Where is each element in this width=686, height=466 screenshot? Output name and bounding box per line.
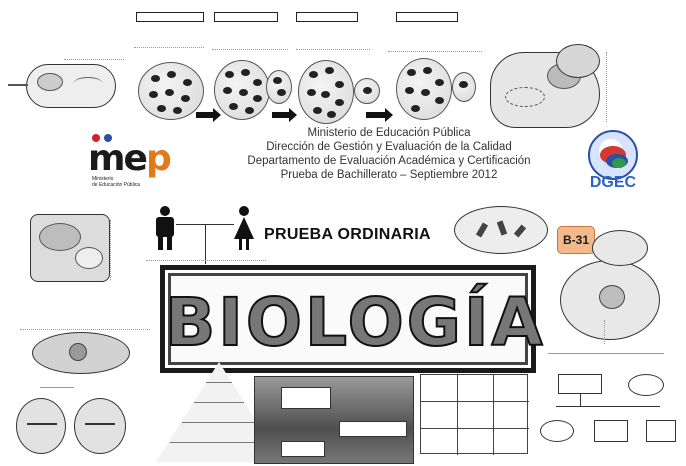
animal-cell-labels [604, 320, 660, 344]
population-blob-1 [138, 62, 204, 120]
population-blob-3 [298, 60, 354, 124]
mitosis-cell-1 [16, 398, 66, 454]
euglena-caption [40, 380, 74, 388]
ministry-line-1: Ministerio de Educación Pública [307, 127, 471, 139]
animal-cell-caption [548, 346, 664, 354]
organelle-labels [606, 52, 666, 122]
dgec-logo: DGEC [582, 130, 644, 192]
arrow-2 [272, 108, 297, 122]
mep-logo-p: p [145, 138, 172, 179]
pedigree-labels [146, 254, 266, 261]
stage-box-4 [396, 12, 458, 22]
mitosis-cell-2 [74, 398, 126, 454]
pyramid-level-2 [194, 402, 244, 403]
stage-text-2 [212, 26, 288, 50]
ministry-line-4: Prueba de Bachillerato – Septiembre 2012 [280, 169, 498, 181]
pyramid-level-1 [206, 382, 232, 383]
bacterium-sketch [26, 64, 116, 108]
population-blob-3b [354, 78, 380, 104]
arrow-1 [196, 108, 221, 122]
tree-root-node [558, 374, 602, 394]
ministry-line-3: Departamento de Evaluación Académica y C… [247, 155, 531, 167]
population-blob-4b [452, 72, 476, 102]
subject-title: BIOLOGÍA [164, 283, 546, 362]
tree-leaf-3 [646, 420, 676, 442]
pyramid-level-4 [170, 442, 268, 443]
mep-logo-sub-2: de Educación Pública [92, 182, 141, 188]
euglena-labels [20, 320, 150, 330]
mep-logo: mep Ministerio de Educación Pública [78, 134, 172, 192]
chromosome-sketch [454, 206, 548, 254]
population-blob-4 [396, 58, 452, 120]
photo-label-3 [281, 441, 325, 457]
ecosystem-photo [254, 376, 414, 464]
exam-type-label: PRUEBA ORDINARIA [264, 226, 431, 243]
female-figure-icon [232, 206, 256, 252]
stage-box-2 [214, 12, 278, 22]
tree-hline [556, 406, 660, 407]
stage-text-3 [296, 26, 370, 50]
exam-code-badge: B-31 [557, 226, 595, 254]
animal-cell-sketch [560, 260, 660, 340]
ministry-header: Ministerio de Educación Pública Direcció… [194, 126, 584, 182]
male-figure-icon [152, 206, 178, 252]
bacterium-flagellum [8, 84, 28, 86]
plant-cell-labels [110, 220, 154, 280]
pyramid-level-3 [182, 422, 256, 423]
tree-right-node [628, 374, 664, 396]
mep-logo-sub-1: Ministerio [92, 176, 114, 182]
dgec-label: DGEC [589, 174, 637, 191]
dgec-emblem [588, 130, 638, 180]
population-blob-2b [266, 70, 292, 104]
photo-label-2 [339, 421, 407, 437]
stage-text-1 [134, 26, 204, 48]
bacterium-labels [64, 52, 124, 60]
stage-text-4 [388, 24, 482, 52]
animal-cell-top [592, 230, 648, 266]
tree-leaf-1 [540, 420, 574, 442]
plant-cell-sketch [30, 214, 110, 282]
population-blob-2 [214, 60, 270, 120]
photo-label-1 [281, 387, 331, 409]
stage-box-3 [296, 12, 358, 22]
ministry-line-2: Dirección de Gestión y Evaluación de la … [266, 141, 512, 153]
pedigree-drop [205, 224, 206, 264]
subject-title-frame: BIOLOGÍA [160, 265, 546, 373]
mep-logo-word: me [88, 138, 148, 179]
punnett-table [420, 374, 529, 455]
organelle-nucleus-sketch [556, 44, 600, 78]
arrow-3 [366, 108, 393, 122]
tree-leaf-2 [594, 420, 628, 442]
stage-box-1 [136, 12, 204, 22]
euglena-sketch [32, 332, 130, 374]
tree-branch [580, 394, 581, 406]
